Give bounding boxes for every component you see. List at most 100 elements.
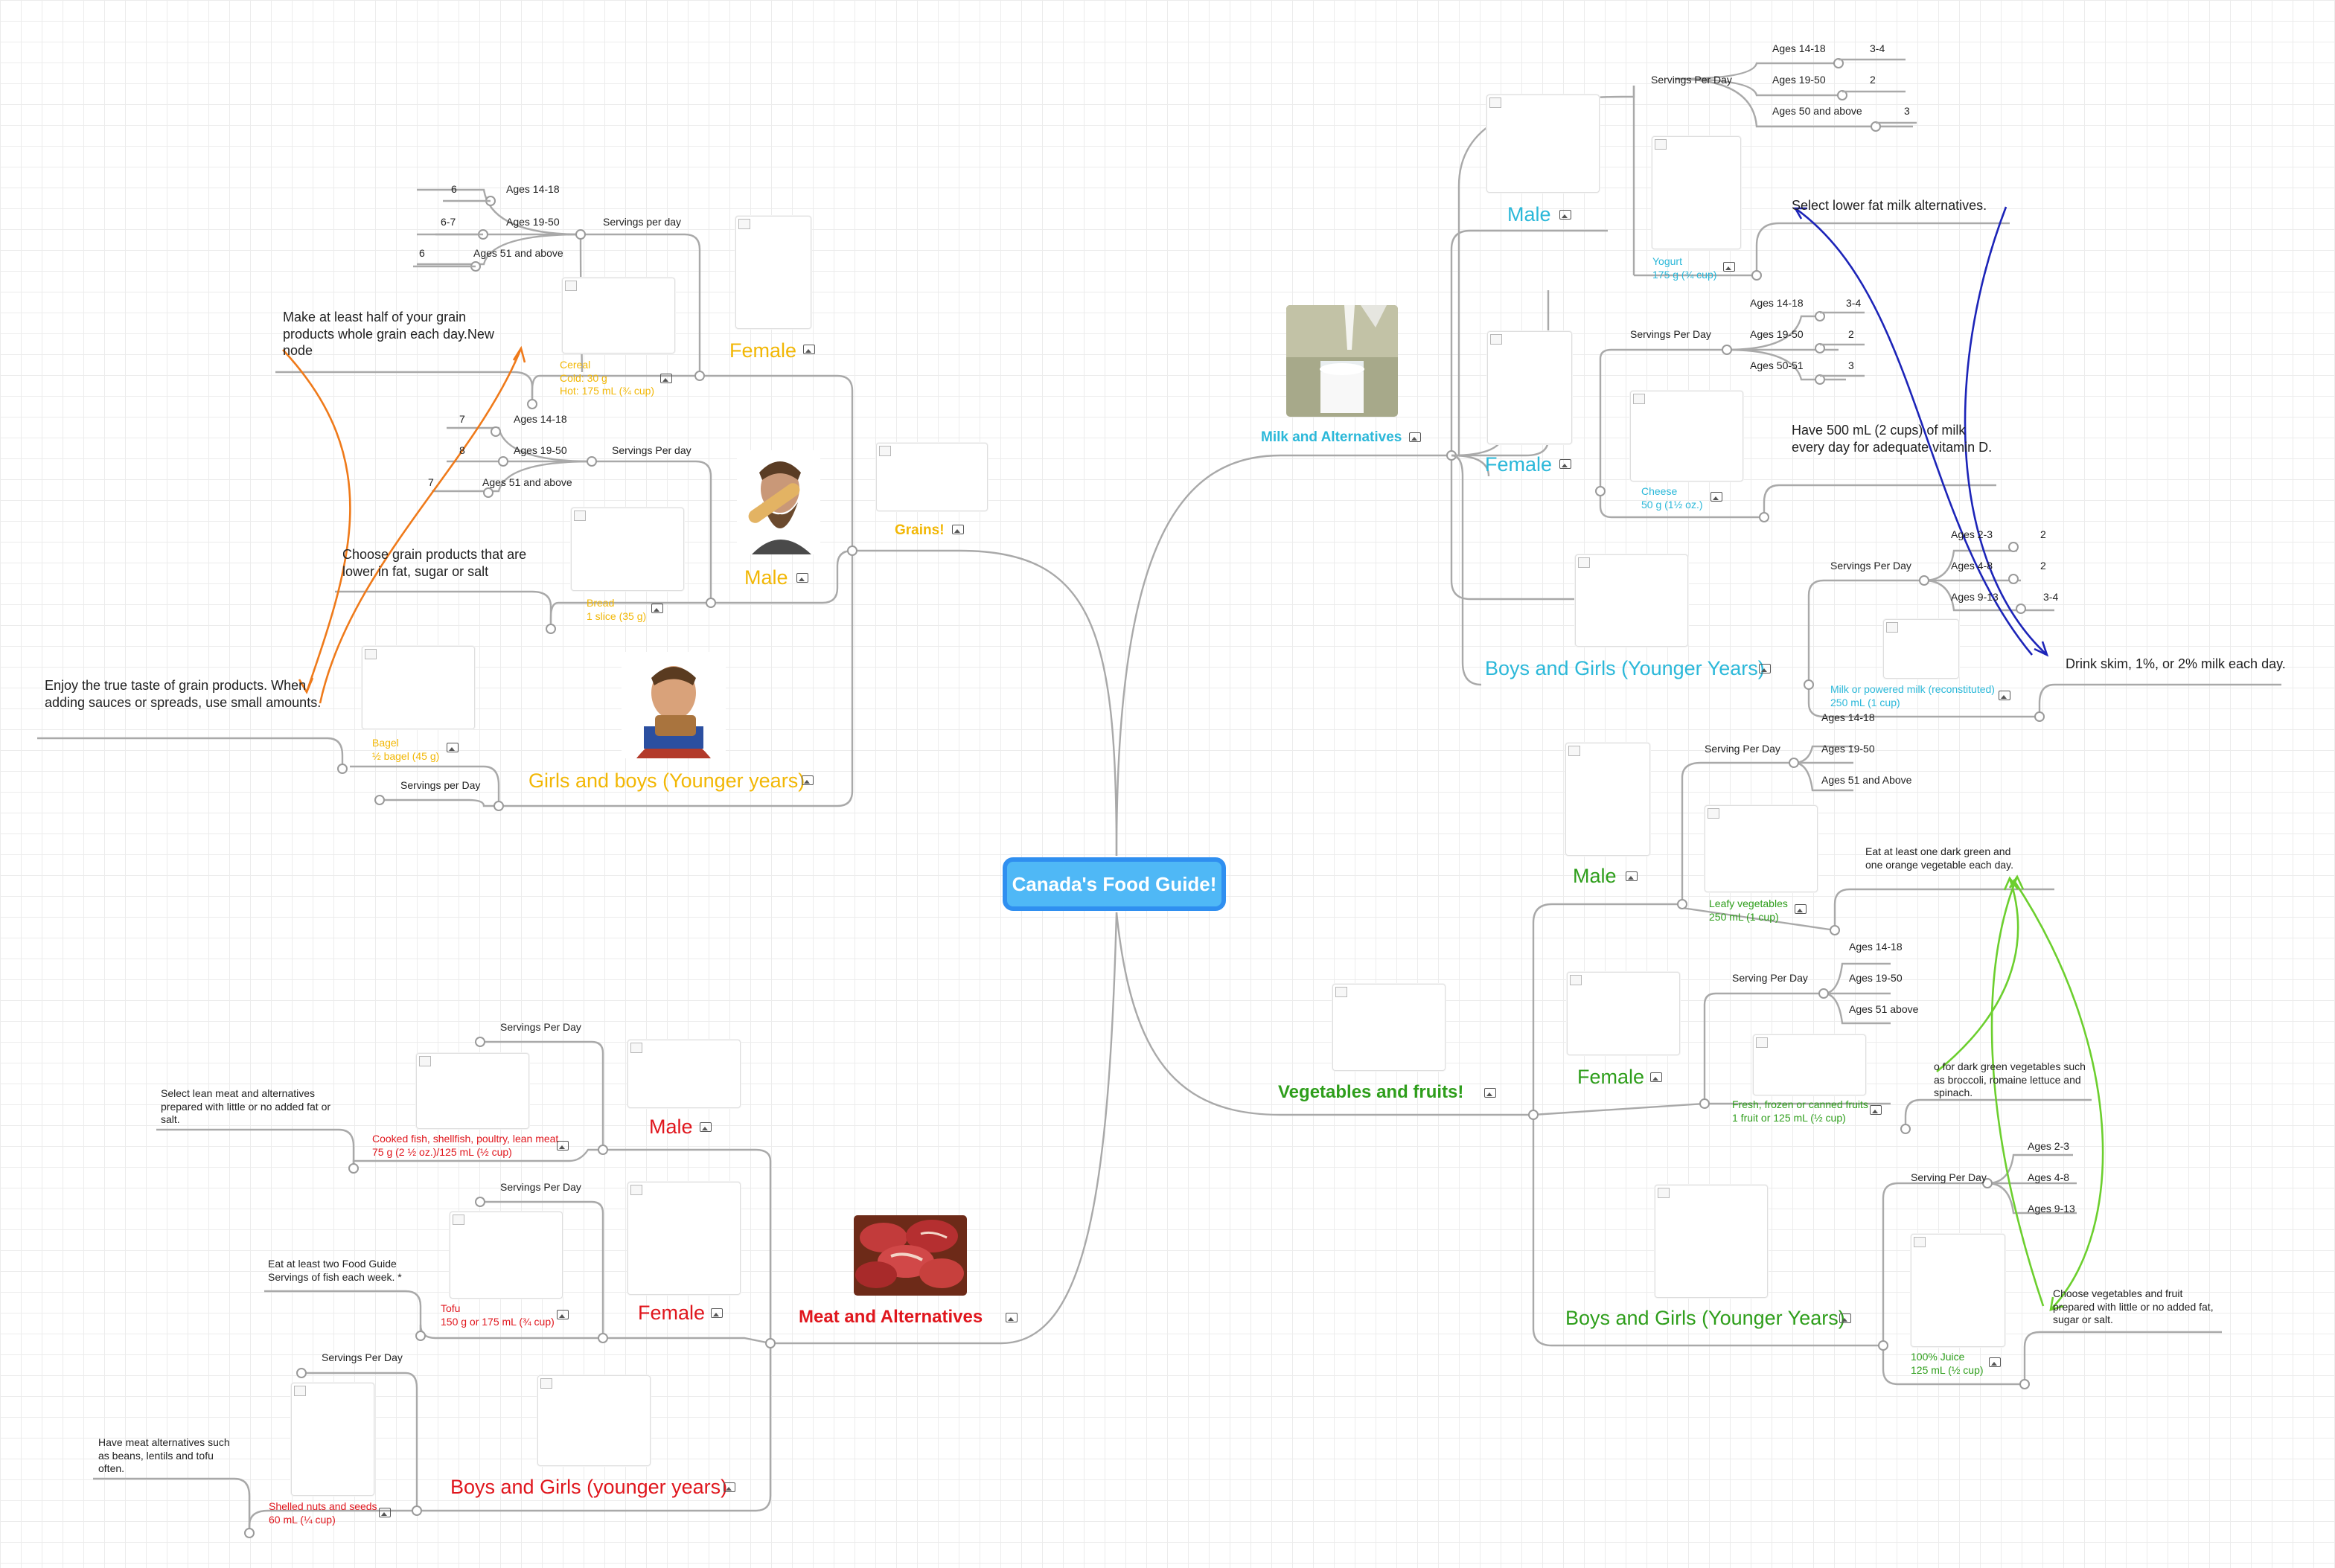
milk-pouring-photo bbox=[1286, 305, 1398, 417]
broken-image-icon bbox=[419, 1056, 431, 1066]
milk-female-note[interactable]: Have 500 mL (2 cups) of milk every day f… bbox=[1792, 423, 1993, 455]
bread-example: Bread 1 slice (35 g) bbox=[587, 597, 646, 623]
milk-kids-topic[interactable]: Boys and Girls (Younger Years) bbox=[1485, 657, 1765, 679]
milk-kids-age-2-value: 2 bbox=[2040, 560, 2046, 572]
green-arrow-2-head bbox=[2049, 1296, 2064, 1311]
veg-kids-topic[interactable]: Boys and Girls (Younger Years) bbox=[1565, 1307, 1845, 1329]
meat-male-topic[interactable]: Male bbox=[649, 1116, 693, 1138]
bagel-image-placeholder bbox=[362, 646, 475, 729]
meat-male-note[interactable]: Select lean meat and alternatives prepar… bbox=[161, 1087, 331, 1125]
image-icon bbox=[1626, 871, 1638, 881]
milk-male-age-3-value: 3 bbox=[1904, 105, 1910, 117]
green-arrow-1 bbox=[1936, 877, 2019, 1073]
grains-female-note[interactable]: Make at least half of your grain product… bbox=[283, 310, 494, 358]
leafy-vegetables-image-placeholder bbox=[1705, 805, 1818, 892]
grains-male-servings-label: Servings Per day bbox=[612, 444, 691, 456]
veg-male-age-3: Ages 51 and Above bbox=[1821, 774, 1912, 786]
veg-male-servings-label: Serving Per Day bbox=[1705, 743, 1780, 755]
milk-powder-example-line: 250 mL (1 cup) bbox=[1830, 696, 1900, 708]
milk-male-note[interactable]: Select lower fat milk alternatives. bbox=[1792, 198, 1987, 213]
vegetables-topic[interactable]: Vegetables and fruits! bbox=[1278, 1082, 1464, 1102]
image-icon bbox=[447, 743, 459, 752]
orange-arrow-1-head bbox=[298, 677, 314, 694]
grains-female-age-1: Ages 14-18 bbox=[506, 183, 560, 195]
grains-kids-note[interactable]: Enjoy the true taste of grain products. … bbox=[45, 678, 322, 710]
meat-female-topic[interactable]: Female bbox=[638, 1302, 706, 1324]
meat-kids-note[interactable]: Have meat alternatives such as beans, le… bbox=[98, 1436, 230, 1474]
grains-kids-servings-label: Servings per Day bbox=[400, 779, 481, 791]
grains-male-note[interactable]: Choose grain products that are lower in … bbox=[342, 547, 527, 579]
image-icon bbox=[1559, 210, 1571, 220]
veg-female-servings-label: Serving Per Day bbox=[1732, 972, 1808, 984]
bread-example-line: 1 slice (35 g) bbox=[587, 609, 647, 622]
image-icon bbox=[557, 1310, 569, 1319]
image-icon bbox=[1484, 1088, 1496, 1098]
meat-topic[interactable]: Meat and Alternatives bbox=[799, 1307, 983, 1327]
milk-powder-example: Milk or powered milk (reconstituted) 250… bbox=[1830, 683, 1995, 709]
blue-arrow-2 bbox=[1795, 207, 2033, 656]
veg-male-topic[interactable]: Male bbox=[1573, 865, 1617, 887]
root-topic[interactable]: Canada's Food Guide! bbox=[1003, 857, 1226, 911]
veg-female-note[interactable]: o for dark green vegetables such as broc… bbox=[1934, 1060, 2086, 1098]
blue-arrow-1-head bbox=[2034, 641, 2049, 657]
bagel-example: Bagel ½ bagel (45 g) bbox=[372, 737, 439, 763]
image-icon bbox=[1870, 1105, 1882, 1115]
grains-male-topic[interactable]: Male bbox=[744, 566, 788, 589]
meat-female-image-placeholder bbox=[627, 1182, 741, 1295]
milk-male-servings-label: Servings Per Day bbox=[1651, 74, 1732, 86]
broken-image-icon bbox=[1570, 975, 1582, 985]
image-icon bbox=[1409, 432, 1421, 442]
nuts-example: Shelled nuts and seeds 60 mL (¼ cup) bbox=[269, 1500, 377, 1526]
broken-image-icon bbox=[574, 511, 586, 521]
meat-female-note[interactable]: Eat at least two Food Guide Servings of … bbox=[268, 1258, 402, 1283]
fish-example-line: Cooked fish, shellfish, poultry, lean me… bbox=[372, 1133, 559, 1145]
image-icon bbox=[1999, 691, 2010, 700]
milk-kids-age-1: Ages 2-3 bbox=[1951, 528, 1993, 540]
fruits-image-placeholder bbox=[1753, 1034, 1866, 1095]
milk-male-topic[interactable]: Male bbox=[1507, 203, 1551, 225]
veg-female-topic[interactable]: Female bbox=[1577, 1066, 1645, 1088]
grains-topic[interactable]: Grains! bbox=[895, 522, 945, 538]
image-icon bbox=[1989, 1357, 2001, 1367]
meat-illustration bbox=[854, 1215, 967, 1296]
milk-female-age-2-value: 2 bbox=[1848, 328, 1854, 340]
blue-arrow-2-head bbox=[1793, 207, 1807, 220]
grains-male-age-2-value: 8 bbox=[459, 444, 465, 456]
veg-kids-note[interactable]: Choose vegetables and fruit prepared wit… bbox=[2053, 1287, 2214, 1325]
fish-example-line: 75 g (2 ½ oz.)/125 mL (½ cup) bbox=[372, 1145, 512, 1158]
leafy-vegetables-example-line: Leafy vegetables bbox=[1709, 897, 1788, 909]
tofu-example: Tofu 150 g or 175 mL (¾ cup) bbox=[441, 1302, 555, 1328]
veg-female-image-placeholder bbox=[1567, 972, 1680, 1055]
milk-male-age-2-value: 2 bbox=[1870, 74, 1876, 86]
milk-male-age-1-value: 3-4 bbox=[1870, 42, 1885, 54]
veg-male-note[interactable]: Eat at least one dark green and one oran… bbox=[1865, 845, 2014, 871]
cheese-example: Cheese 50 g (1½ oz.) bbox=[1641, 485, 1703, 511]
milk-topic[interactable]: Milk and Alternatives bbox=[1261, 429, 1402, 445]
milk-female-image-placeholder bbox=[1487, 331, 1572, 444]
milk-male-age-3: Ages 50 and above bbox=[1772, 105, 1862, 117]
leafy-vegetables-example-line: 250 mL (1 cup) bbox=[1709, 910, 1779, 923]
milk-powder-example-line: Milk or powered milk (reconstituted) bbox=[1830, 683, 1995, 695]
cereal-example-line: Cereal bbox=[560, 359, 591, 371]
meat-kids-topic[interactable]: Boys and Girls (younger years) bbox=[450, 1476, 728, 1498]
broken-image-icon bbox=[1578, 557, 1590, 568]
tofu-image-placeholder bbox=[450, 1212, 563, 1299]
meat-female-servings-label: Servings Per Day bbox=[500, 1181, 581, 1193]
grains-male-age-1-value: 7 bbox=[459, 413, 465, 425]
milk-female-age-3-value: 3 bbox=[1848, 359, 1854, 371]
meat-kids-image-placeholder bbox=[537, 1375, 651, 1466]
blue-arrow-1 bbox=[1964, 206, 2048, 656]
fruits-example-line: 1 fruit or 125 mL (½ cup) bbox=[1732, 1111, 1846, 1124]
yogurt-example-line: 175 g (¾ cup) bbox=[1652, 268, 1717, 281]
milk-kids-note[interactable]: Drink skim, 1%, or 2% milk each day. bbox=[2066, 656, 2286, 671]
milk-pouring-illustration bbox=[1286, 305, 1398, 417]
green-arrow-2 bbox=[2012, 879, 2104, 1311]
grains-kids-topic[interactable]: Girls and boys (Younger years) bbox=[528, 769, 805, 792]
meat-photo bbox=[854, 1215, 967, 1296]
image-icon bbox=[796, 573, 808, 583]
meat-male-image-placeholder bbox=[627, 1040, 741, 1108]
grains-female-topic[interactable]: Female bbox=[729, 339, 797, 362]
milk-female-topic[interactable]: Female bbox=[1485, 453, 1553, 476]
green-arrow-3 bbox=[1990, 876, 2045, 1307]
veg-male-age-1: Ages 14-18 bbox=[1821, 711, 1875, 723]
